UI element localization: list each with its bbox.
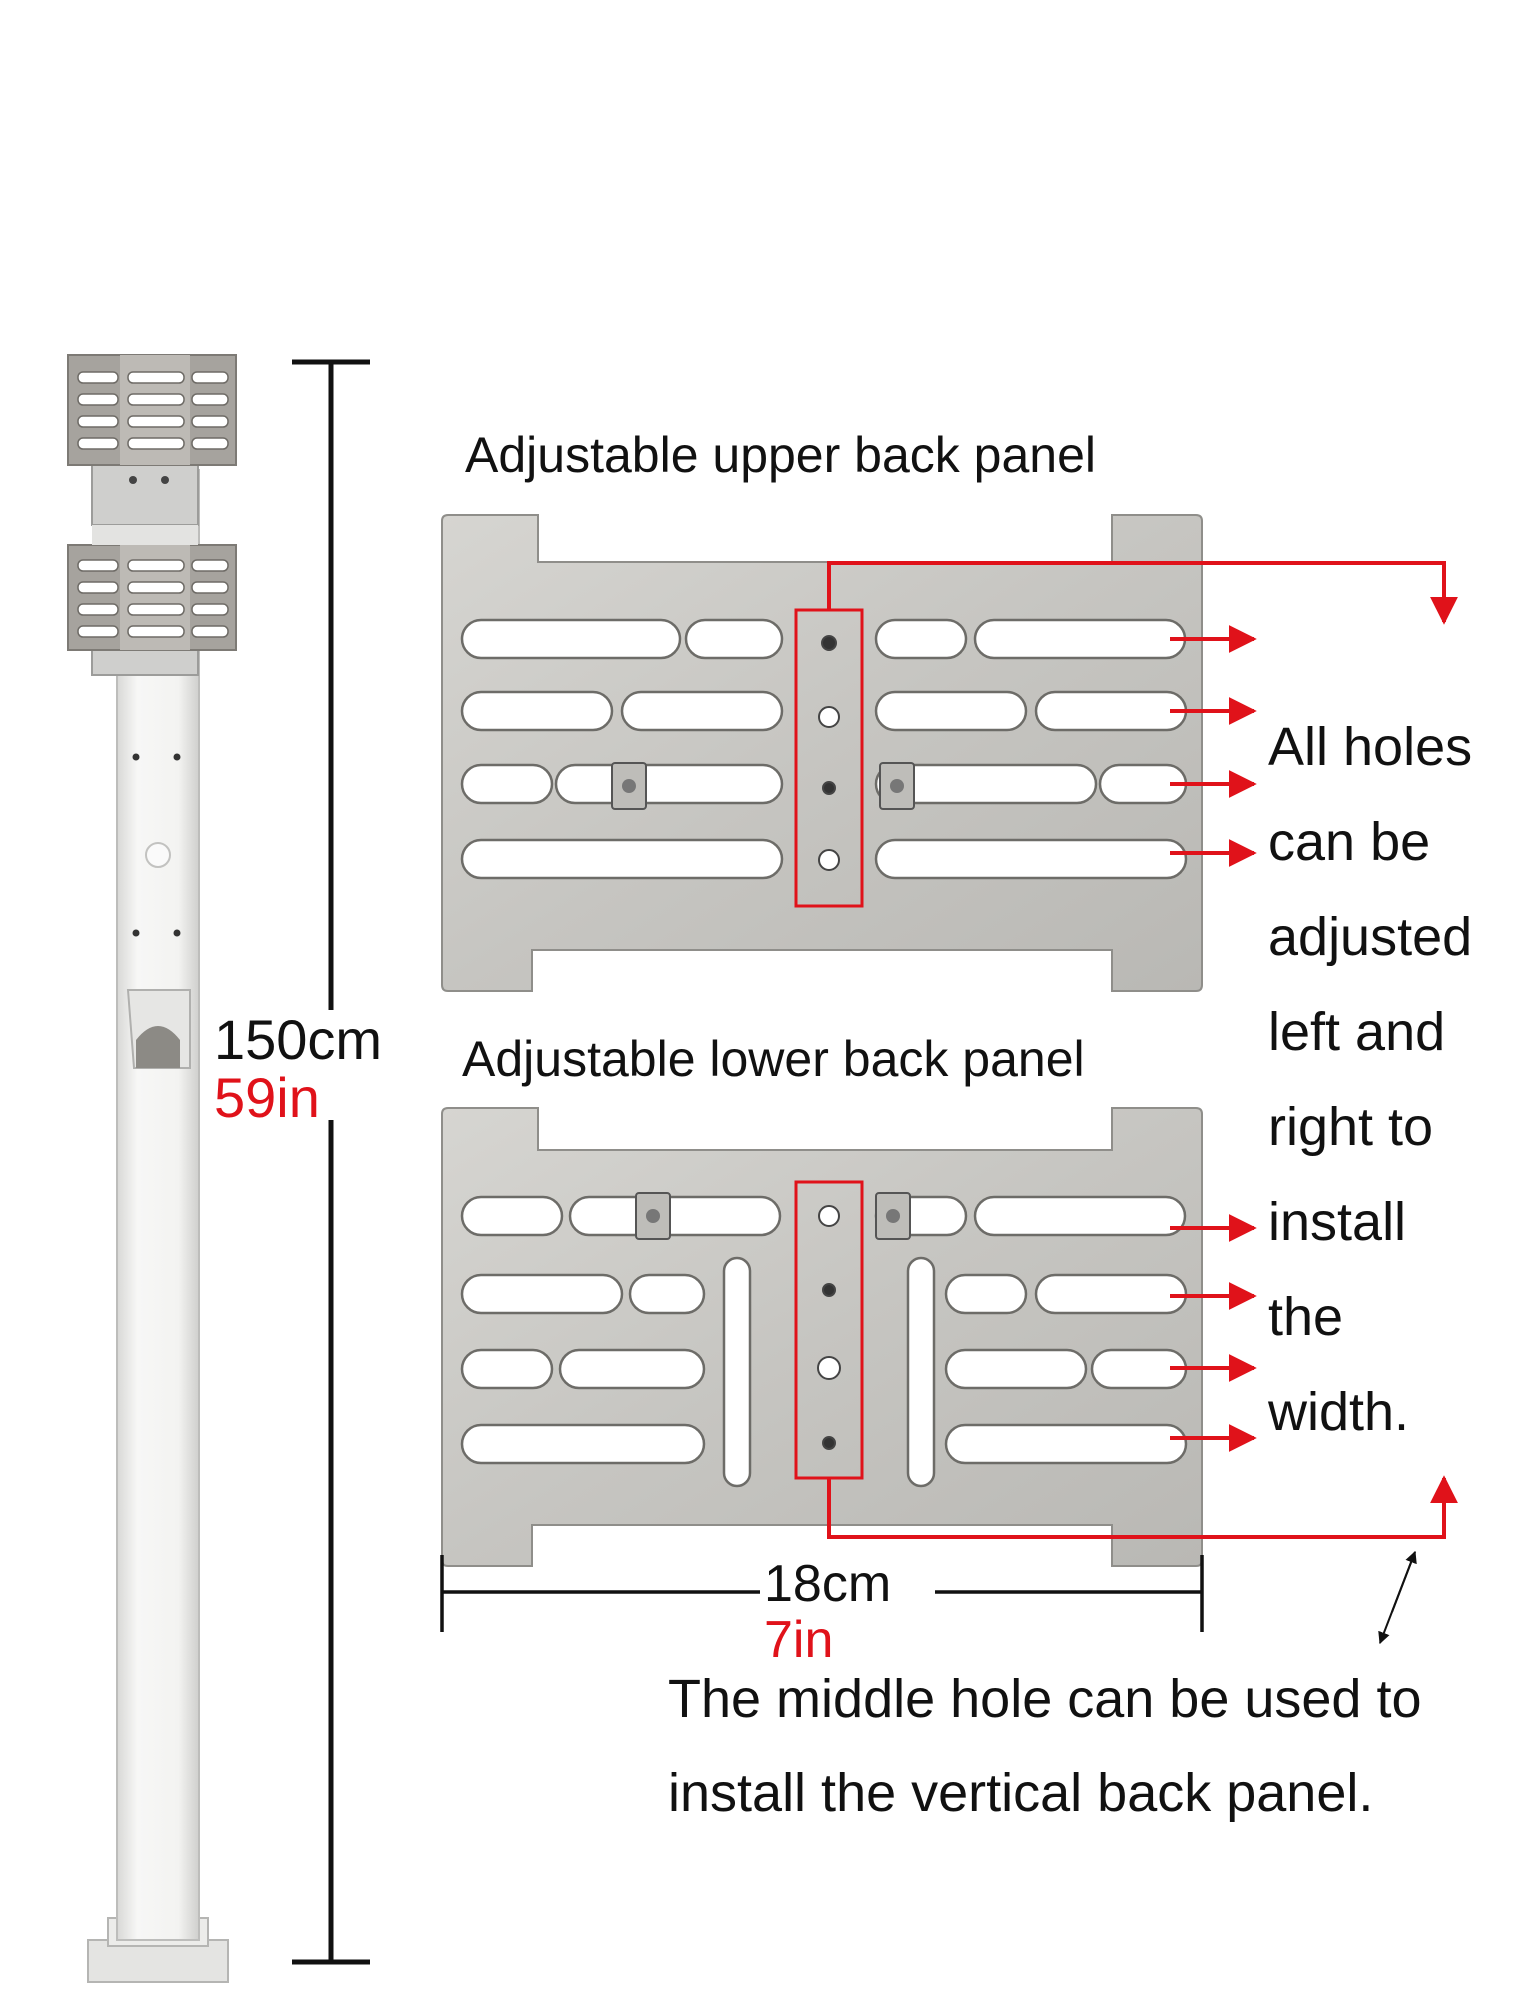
lower-back-panel [441,1107,1203,1567]
width-imperial-label: 7in [764,1611,834,1669]
adjust-note-line: can be [1268,812,1431,872]
pointer-arrow [1378,1550,1417,1645]
upper-panel-title: Adjustable upper back panel [465,427,1097,483]
height-dimension-line [292,359,370,1965]
middle-hole-note-line: The middle hole can be used to [668,1669,1422,1729]
adjust-note-line: adjusted [1268,907,1473,967]
height-imperial-label: 59in [214,1066,320,1129]
adjust-note-line: width. [1268,1382,1410,1442]
red-callout-arrows [827,561,1458,1539]
height-metric-label: 150cm [214,1008,383,1071]
post-illustration [67,354,237,1983]
width-metric-label: 18cm [764,1555,892,1613]
adjust-note-line: the [1268,1287,1344,1347]
adjust-note-line: install [1268,1192,1407,1252]
lower-panel-title: Adjustable lower back panel [462,1031,1085,1087]
middle-hole-note-line: install the vertical back panel. [668,1763,1374,1823]
adjust-note: All holes can be adjusted left and right… [1268,700,1472,1460]
adjust-note-line: left and [1268,1002,1446,1062]
middle-hole-note: The middle hole can be used to install t… [668,1652,1422,1840]
upper-back-panel [441,514,1203,992]
adjust-note-line: All holes [1268,717,1473,777]
width-dimension-line [440,1555,1204,1632]
adjust-note-line: right to [1268,1097,1434,1157]
